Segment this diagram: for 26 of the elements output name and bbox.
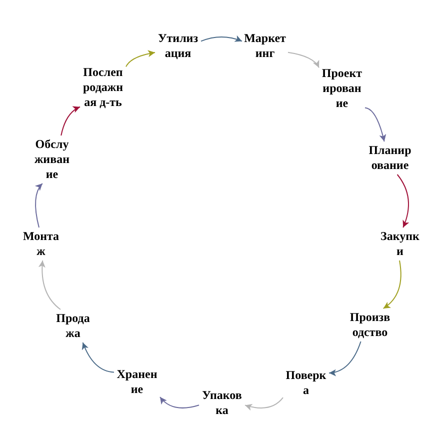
stage-label: Поверка: [284, 368, 328, 398]
arrow: [200, 35, 242, 42]
arrow: [288, 52, 320, 68]
stage-label: Продажа: [54, 311, 92, 341]
arrow: [35, 183, 43, 228]
stage-label: Монтаж: [22, 229, 60, 259]
stage-label: Хранение: [116, 367, 158, 397]
stage-label: Закупки: [378, 229, 422, 259]
arrow: [396, 174, 409, 228]
arrow: [38, 260, 61, 310]
stage-label: Маркетинг: [244, 31, 286, 61]
stage-label: Обслуживание: [33, 137, 71, 182]
arrow: [364, 107, 386, 142]
arrow: [244, 397, 284, 410]
stage-label: Послепродажная д-ть: [82, 65, 124, 110]
arrow: [160, 396, 200, 408]
stage-label: Производство: [348, 310, 392, 340]
arrow: [60, 106, 80, 136]
stage-label: Планирование: [368, 143, 412, 173]
stage-label: Проектирование: [320, 66, 364, 111]
stage-label: Утилизация: [156, 31, 200, 61]
arrow: [126, 50, 156, 68]
stage-label: Упаковка: [200, 388, 244, 418]
arrow: [82, 342, 114, 373]
arrow: [328, 341, 362, 376]
arrow: [382, 260, 402, 309]
